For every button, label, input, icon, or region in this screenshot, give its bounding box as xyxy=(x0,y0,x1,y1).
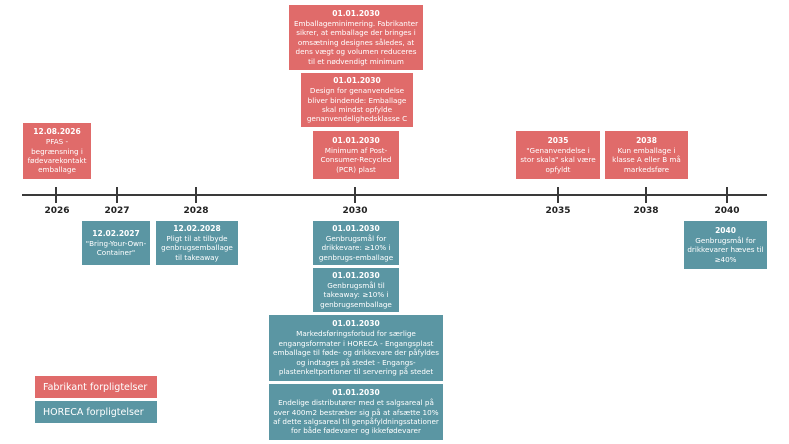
box-date: 01.01.2030 xyxy=(333,76,381,86)
tick-2038 xyxy=(645,187,647,203)
box-text: Design for genanvendelse bliver bindende… xyxy=(306,86,408,124)
legend-label: Fabrikant forpligtelser xyxy=(43,381,148,393)
box-text: Minimum af Post-Consumer-Recycled (PCR) … xyxy=(320,145,392,174)
design-genanvendelse-box: 01.01.2030 Design for genanvendelse bliv… xyxy=(301,73,413,127)
box-date: 01.01.2030 xyxy=(332,8,380,18)
box-date: 01.01.2030 xyxy=(332,135,380,145)
year-label: 2026 xyxy=(44,206,70,216)
box-2040: 2040 Genbrugsmål for drikkevarer hæves t… xyxy=(684,221,767,269)
box-2038: 2038 Kun emballage i klasse A eller B må… xyxy=(605,131,688,179)
markedsfoeringsforbud-box: 01.01.2030 Markedsføringsforbud for særl… xyxy=(269,315,443,381)
legend-label: HORECA forpligtelser xyxy=(43,406,144,418)
box-text: "Bring-Your-Own-Container" xyxy=(85,238,147,257)
year-label: 2030 xyxy=(342,206,368,216)
box-text: Pligt til at tilbyde genbrugsemballage t… xyxy=(161,233,233,262)
pcr-plast-box: 01.01.2030 Minimum af Post-Consumer-Recy… xyxy=(313,131,399,179)
timeline-axis xyxy=(22,194,767,196)
genbrugsmaal-drikkevare-box: 01.01.2030 Genbrugsmål for drikkevare: ≥… xyxy=(313,221,399,265)
pligt-genbrugsemballage-box: 12.02.2028 Pligt til at tilbyde genbrugs… xyxy=(156,221,238,265)
pfas-box: 12.08.2026 PFAS - begrænsning i fødevare… xyxy=(23,123,91,179)
box-text: Markedsføringsforbud for særlige engangs… xyxy=(273,329,439,377)
box-text: Genbrugsmål for drikkevarer hæves til ≥4… xyxy=(687,235,764,264)
box-text: Endelige distributører med et salgsareal… xyxy=(273,398,439,436)
bring-your-own-box: 12.02.2027 "Bring-Your-Own-Container" xyxy=(82,221,150,265)
box-text: Kun emballage i klasse A eller B må mark… xyxy=(612,145,681,174)
box-date: 01.01.2030 xyxy=(332,223,380,233)
legend-horeca: HORECA forpligtelser xyxy=(35,401,157,423)
legend-fabrikant: Fabrikant forpligtelser xyxy=(35,376,157,398)
box-date: 01.01.2030 xyxy=(332,388,380,398)
box-2035: 2035 "Genanvendelse i stor skala" skal v… xyxy=(516,131,600,179)
tick-2028 xyxy=(195,187,197,203)
box-text: Emballageminimering. Fabrikanter sikrer,… xyxy=(293,18,419,66)
tick-2035 xyxy=(557,187,559,203)
year-label: 2040 xyxy=(714,206,740,216)
box-date: 12.08.2026 xyxy=(33,127,81,137)
tick-2026 xyxy=(55,187,57,203)
box-date: 12.02.2027 xyxy=(92,228,140,238)
genbrugsmaal-takeaway-box: 01.01.2030 Genbrugsmål til takeaway: ≥10… xyxy=(313,268,399,312)
box-date: 01.01.2030 xyxy=(332,270,380,280)
box-text: Genbrugsmål til takeaway: ≥10% i genbrug… xyxy=(320,280,392,309)
box-text: "Genanvendelse i stor skala" skal være o… xyxy=(520,145,596,174)
box-date: 2040 xyxy=(715,225,736,235)
year-label: 2038 xyxy=(633,206,659,216)
distributoerer-box: 01.01.2030 Endelige distributører med et… xyxy=(269,384,443,440)
tick-2030 xyxy=(354,187,356,203)
box-date: 2035 xyxy=(547,135,569,145)
year-label: 2028 xyxy=(183,206,209,216)
box-text: PFAS - begrænsning i fødevarekontakt emb… xyxy=(27,137,87,175)
box-date: 01.01.2030 xyxy=(332,319,380,329)
year-label: 2027 xyxy=(104,206,130,216)
tick-2040 xyxy=(726,187,728,203)
box-date: 2038 xyxy=(636,135,657,145)
box-text: Genbrugsmål for drikkevare: ≥10% i genbr… xyxy=(318,233,394,262)
box-date: 12.02.2028 xyxy=(173,223,221,233)
year-label: 2035 xyxy=(545,206,571,216)
emballageminimering-box: 01.01.2030 Emballageminimering. Fabrikan… xyxy=(289,5,423,70)
tick-2027 xyxy=(116,187,118,203)
